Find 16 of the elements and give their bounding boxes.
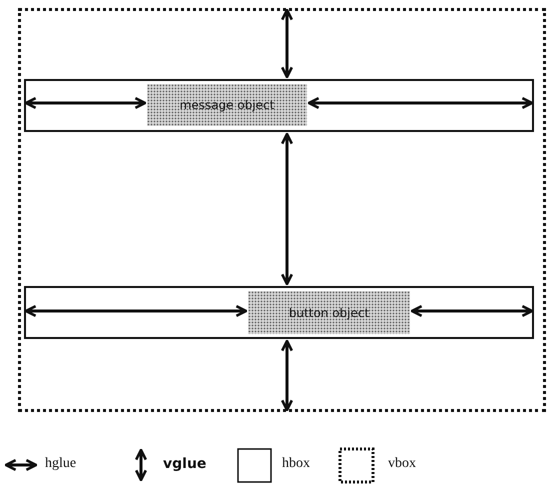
legend-label: hbox — [282, 456, 310, 472]
vglue-arrow — [280, 8, 294, 78]
legend-label: vbox — [388, 456, 416, 472]
vglue-arrow — [280, 340, 294, 412]
hglue-arrow — [24, 96, 146, 110]
vbox-frame — [18, 8, 546, 412]
legend-label: vglue — [163, 456, 206, 472]
legend-label: hglue — [45, 456, 76, 472]
object-label: message object — [147, 84, 307, 126]
hbox-frame — [24, 286, 534, 339]
hglue-arrow — [308, 96, 534, 110]
vglue-arrow — [280, 132, 294, 286]
hbox-frame — [24, 79, 534, 132]
hglue-arrow — [410, 304, 534, 318]
hglue-arrow — [24, 304, 248, 318]
object-label: button object — [248, 291, 410, 334]
